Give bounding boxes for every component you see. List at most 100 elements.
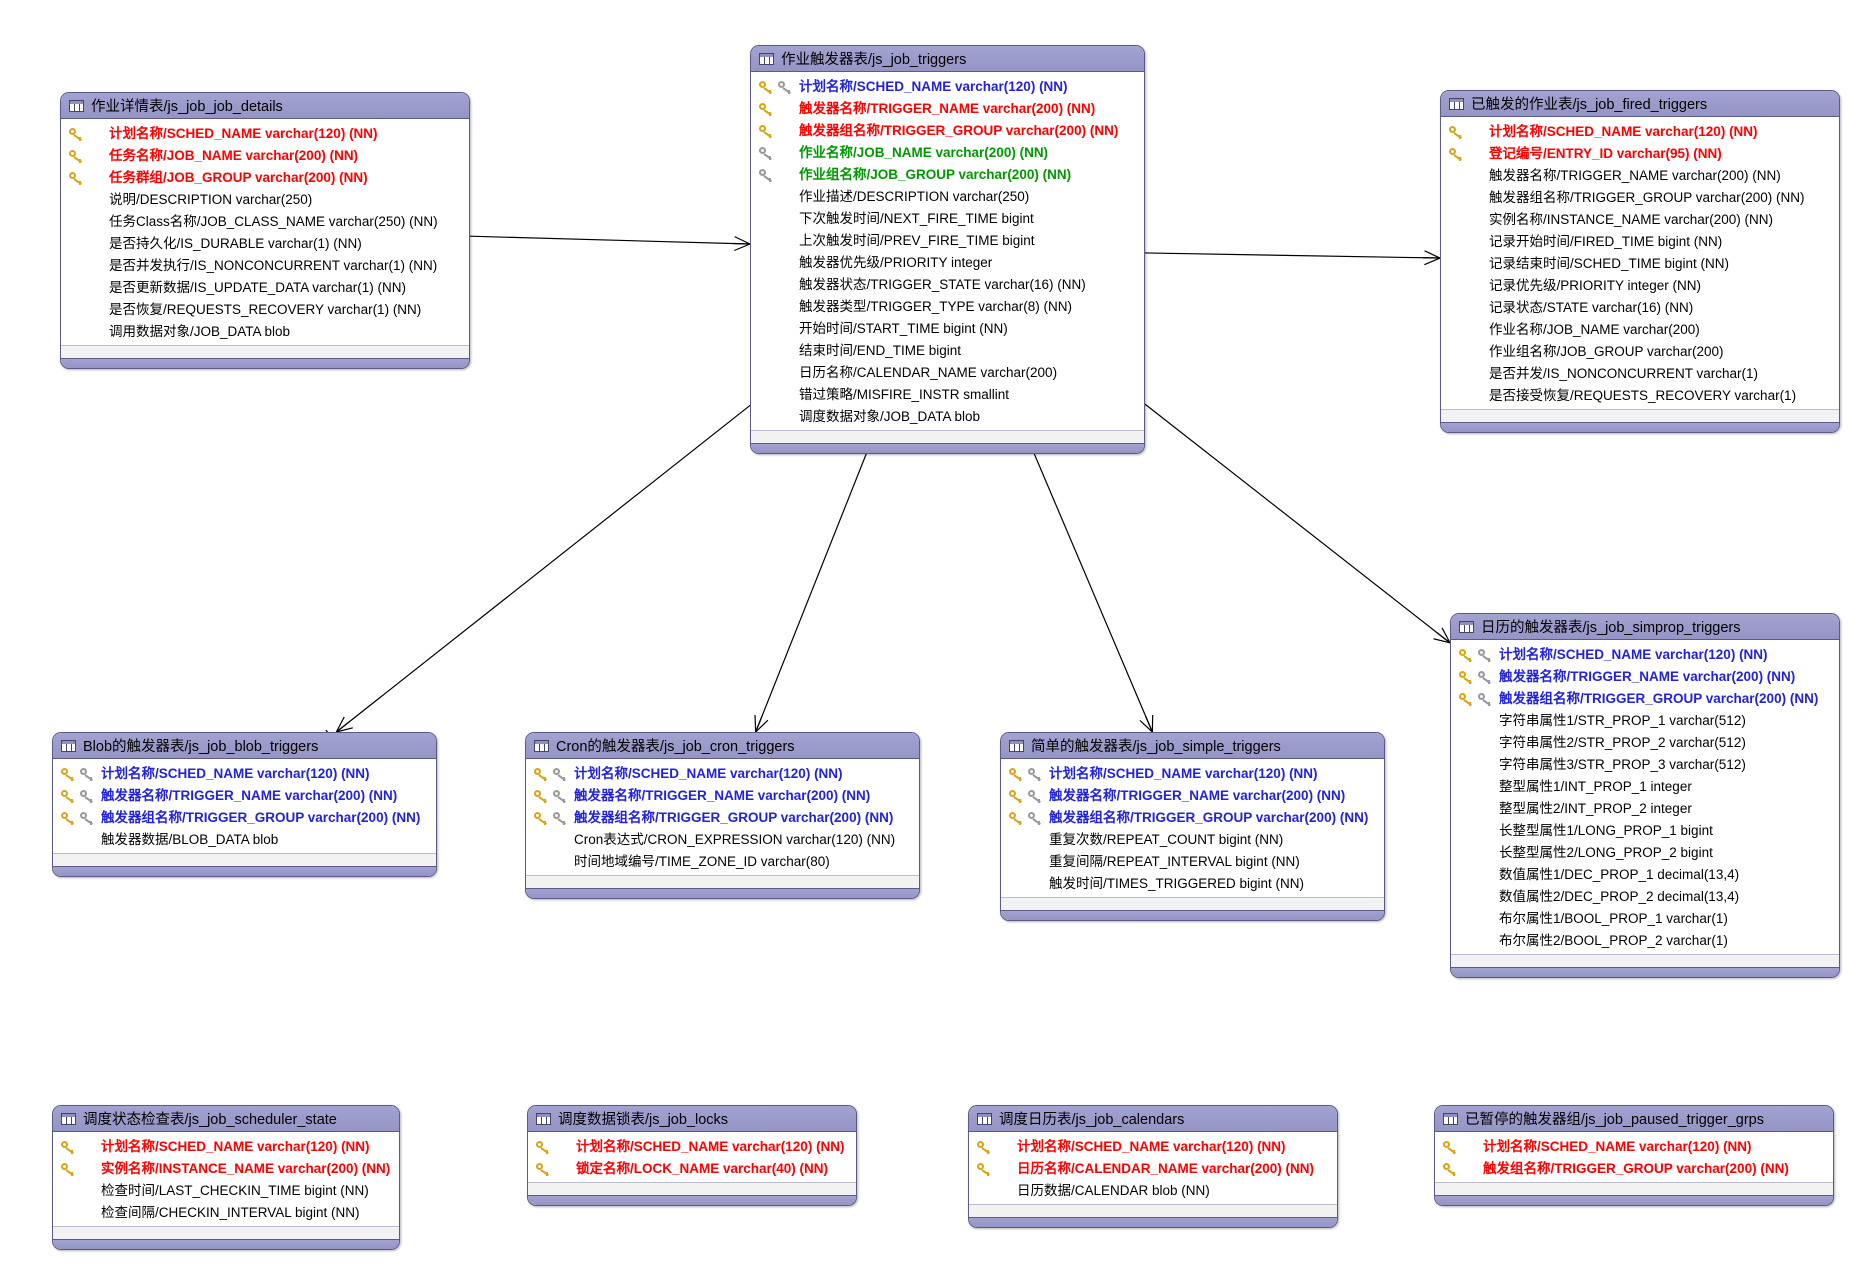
attribute-row[interactable]: 字符串属性2/STR_PROP_2 varchar(512)	[1451, 732, 1839, 754]
attribute-row[interactable]: 记录结束时间/SCHED_TIME bigint (NN)	[1441, 253, 1839, 275]
attribute-row[interactable]: 触发器组名称/TRIGGER_GROUP varchar(200) (NN)	[53, 807, 436, 829]
entity-scheduler_state[interactable]: 调度状态检查表/js_job_scheduler_state 计划名称/SCHED…	[52, 1105, 400, 1250]
attribute-row[interactable]: 说明/DESCRIPTION varchar(250)	[61, 189, 469, 211]
attribute-row[interactable]: 作业名称/JOB_NAME varchar(200) (NN)	[751, 142, 1144, 164]
entity-job_triggers[interactable]: 作业触发器表/js_job_triggers 计划名称/SCHED_NAME va…	[750, 45, 1145, 454]
attribute-row[interactable]: 触发器名称/TRIGGER_NAME varchar(200) (NN)	[751, 98, 1144, 120]
attribute-row[interactable]: 触发器状态/TRIGGER_STATE varchar(16) (NN)	[751, 274, 1144, 296]
attribute-row[interactable]: 登记编号/ENTRY_ID varchar(95) (NN)	[1441, 143, 1839, 165]
attribute-row[interactable]: 计划名称/SCHED_NAME varchar(120) (NN)	[969, 1136, 1337, 1158]
attribute-row[interactable]: 任务Class名称/JOB_CLASS_NAME varchar(250) (N…	[61, 211, 469, 233]
entity-header-calendars[interactable]: 调度日历表/js_job_calendars	[969, 1106, 1337, 1132]
attribute-row[interactable]: 作业组名称/JOB_GROUP varchar(200) (NN)	[751, 164, 1144, 186]
attribute-row[interactable]: 锁定名称/LOCK_NAME varchar(40) (NN)	[528, 1158, 856, 1180]
entity-header-job_details[interactable]: 作业详情表/js_job_job_details	[61, 93, 469, 119]
attribute-row[interactable]: 重复间隔/REPEAT_INTERVAL bigint (NN)	[1001, 851, 1384, 873]
attribute-row[interactable]: 计划名称/SCHED_NAME varchar(120) (NN)	[1435, 1136, 1833, 1158]
attribute-row[interactable]: 长整型属性1/LONG_PROP_1 bigint	[1451, 820, 1839, 842]
attribute-row[interactable]: 计划名称/SCHED_NAME varchar(120) (NN)	[61, 123, 469, 145]
attribute-row[interactable]: 触发时间/TIMES_TRIGGERED bigint (NN)	[1001, 873, 1384, 895]
attribute-row[interactable]: 记录优先级/PRIORITY integer (NN)	[1441, 275, 1839, 297]
attribute-row[interactable]: 触发器名称/TRIGGER_NAME varchar(200) (NN)	[1001, 785, 1384, 807]
entity-header-locks[interactable]: 调度数据锁表/js_job_locks	[528, 1106, 856, 1132]
attribute-row[interactable]: 是否更新数据/IS_UPDATE_DATA varchar(1) (NN)	[61, 277, 469, 299]
attribute-row[interactable]: 触发器名称/TRIGGER_NAME varchar(200) (NN)	[1441, 165, 1839, 187]
attribute-row[interactable]: 日历名称/CALENDAR_NAME varchar(200)	[751, 362, 1144, 384]
entity-header-blob_triggers[interactable]: Blob的触发器表/js_job_blob_triggers	[53, 733, 436, 759]
attribute-row[interactable]: 整型属性2/INT_PROP_2 integer	[1451, 798, 1839, 820]
attribute-row[interactable]: 触发器优先级/PRIORITY integer	[751, 252, 1144, 274]
attribute-row[interactable]: 是否并发执行/IS_NONCONCURRENT varchar(1) (NN)	[61, 255, 469, 277]
attribute-row[interactable]: 结束时间/END_TIME bigint	[751, 340, 1144, 362]
attribute-row[interactable]: 触发器类型/TRIGGER_TYPE varchar(8) (NN)	[751, 296, 1144, 318]
attribute-row[interactable]: 记录状态/STATE varchar(16) (NN)	[1441, 297, 1839, 319]
attribute-row[interactable]: 字符串属性3/STR_PROP_3 varchar(512)	[1451, 754, 1839, 776]
attribute-row[interactable]: 日历名称/CALENDAR_NAME varchar(200) (NN)	[969, 1158, 1337, 1180]
attribute-row[interactable]: 字符串属性1/STR_PROP_1 varchar(512)	[1451, 710, 1839, 732]
attribute-row[interactable]: 触发器组名称/TRIGGER_GROUP varchar(200) (NN)	[1451, 688, 1839, 710]
attribute-row[interactable]: 任务群组/JOB_GROUP varchar(200) (NN)	[61, 167, 469, 189]
entity-paused_trigger_grps[interactable]: 已暂停的触发器组/js_job_paused_trigger_grps 计划名称/…	[1434, 1105, 1834, 1206]
attribute-row[interactable]: 触发组名称/TRIGGER_GROUP varchar(200) (NN)	[1435, 1158, 1833, 1180]
attribute-row[interactable]: 开始时间/START_TIME bigint (NN)	[751, 318, 1144, 340]
attribute-row[interactable]: 日历数据/CALENDAR blob (NN)	[969, 1180, 1337, 1202]
attribute-row[interactable]: 计划名称/SCHED_NAME varchar(120) (NN)	[1451, 644, 1839, 666]
attribute-row[interactable]: 是否接受恢复/REQUESTS_RECOVERY varchar(1)	[1441, 385, 1839, 407]
attribute-row[interactable]: 时间地域编号/TIME_ZONE_ID varchar(80)	[526, 851, 919, 873]
attribute-row[interactable]: 是否并发/IS_NONCONCURRENT varchar(1)	[1441, 363, 1839, 385]
attribute-row[interactable]: Cron表达式/CRON_EXPRESSION varchar(120) (NN…	[526, 829, 919, 851]
attribute-row[interactable]: 实例名称/INSTANCE_NAME varchar(200) (NN)	[1441, 209, 1839, 231]
attribute-row[interactable]: 上次触发时间/PREV_FIRE_TIME bigint	[751, 230, 1144, 252]
attribute-row[interactable]: 触发器组名称/TRIGGER_GROUP varchar(200) (NN)	[526, 807, 919, 829]
entity-header-scheduler_state[interactable]: 调度状态检查表/js_job_scheduler_state	[53, 1106, 399, 1132]
entity-blob_triggers[interactable]: Blob的触发器表/js_job_blob_triggers 计划名称/SCHED…	[52, 732, 437, 877]
attribute-row[interactable]: 计划名称/SCHED_NAME varchar(120) (NN)	[1441, 121, 1839, 143]
attribute-row[interactable]: 记录开始时间/FIRED_TIME bigint (NN)	[1441, 231, 1839, 253]
attribute-row[interactable]: 计划名称/SCHED_NAME varchar(120) (NN)	[1001, 763, 1384, 785]
attribute-row[interactable]: 整型属性1/INT_PROP_1 integer	[1451, 776, 1839, 798]
attribute-row[interactable]: 计划名称/SCHED_NAME varchar(120) (NN)	[526, 763, 919, 785]
attribute-row[interactable]: 计划名称/SCHED_NAME varchar(120) (NN)	[53, 1136, 399, 1158]
attribute-row[interactable]: 触发器组名称/TRIGGER_GROUP varchar(200) (NN)	[1441, 187, 1839, 209]
attribute-row[interactable]: 作业组名称/JOB_GROUP varchar(200)	[1441, 341, 1839, 363]
entity-header-paused_trigger_grps[interactable]: 已暂停的触发器组/js_job_paused_trigger_grps	[1435, 1106, 1833, 1132]
attribute-row[interactable]: 作业名称/JOB_NAME varchar(200)	[1441, 319, 1839, 341]
entity-header-fired_triggers[interactable]: 已触发的作业表/js_job_fired_triggers	[1441, 91, 1839, 117]
attribute-row[interactable]: 错过策略/MISFIRE_INSTR smallint	[751, 384, 1144, 406]
entity-simple_triggers[interactable]: 简单的触发器表/js_job_simple_triggers 计划名称/SCHED…	[1000, 732, 1385, 921]
attribute-row[interactable]: 下次触发时间/NEXT_FIRE_TIME bigint	[751, 208, 1144, 230]
attribute-row[interactable]: 触发器名称/TRIGGER_NAME varchar(200) (NN)	[53, 785, 436, 807]
attribute-row[interactable]: 触发器组名称/TRIGGER_GROUP varchar(200) (NN)	[1001, 807, 1384, 829]
attribute-row[interactable]: 计划名称/SCHED_NAME varchar(120) (NN)	[751, 76, 1144, 98]
attribute-row[interactable]: 长整型属性2/LONG_PROP_2 bigint	[1451, 842, 1839, 864]
attribute-row[interactable]: 是否持久化/IS_DURABLE varchar(1) (NN)	[61, 233, 469, 255]
attribute-row[interactable]: 布尔属性1/BOOL_PROP_1 varchar(1)	[1451, 908, 1839, 930]
attribute-row[interactable]: 触发器数据/BLOB_DATA blob	[53, 829, 436, 851]
entity-fired_triggers[interactable]: 已触发的作业表/js_job_fired_triggers 计划名称/SCHED_…	[1440, 90, 1840, 433]
entity-cron_triggers[interactable]: Cron的触发器表/js_job_cron_triggers 计划名称/SCHED…	[525, 732, 920, 899]
entity-simprop_triggers[interactable]: 日历的触发器表/js_job_simprop_triggers 计划名称/SCHE…	[1450, 613, 1840, 978]
attribute-row[interactable]: 检查时间/LAST_CHECKIN_TIME bigint (NN)	[53, 1180, 399, 1202]
attribute-row[interactable]: 检查间隔/CHECKIN_INTERVAL bigint (NN)	[53, 1202, 399, 1224]
attribute-row[interactable]: 触发器组名称/TRIGGER_GROUP varchar(200) (NN)	[751, 120, 1144, 142]
entity-header-simple_triggers[interactable]: 简单的触发器表/js_job_simple_triggers	[1001, 733, 1384, 759]
attribute-row[interactable]: 作业描述/DESCRIPTION varchar(250)	[751, 186, 1144, 208]
attribute-row[interactable]: 计划名称/SCHED_NAME varchar(120) (NN)	[53, 763, 436, 785]
entity-calendars[interactable]: 调度日历表/js_job_calendars 计划名称/SCHED_NAME va…	[968, 1105, 1338, 1228]
attribute-row[interactable]: 任务名称/JOB_NAME varchar(200) (NN)	[61, 145, 469, 167]
entity-header-cron_triggers[interactable]: Cron的触发器表/js_job_cron_triggers	[526, 733, 919, 759]
entity-job_details[interactable]: 作业详情表/js_job_job_details 计划名称/SCHED_NAME …	[60, 92, 470, 369]
attribute-row[interactable]: 布尔属性2/BOOL_PROP_2 varchar(1)	[1451, 930, 1839, 952]
entity-header-job_triggers[interactable]: 作业触发器表/js_job_triggers	[751, 46, 1144, 72]
attribute-row[interactable]: 调度数据对象/JOB_DATA blob	[751, 406, 1144, 428]
attribute-row[interactable]: 重复次数/REPEAT_COUNT bigint (NN)	[1001, 829, 1384, 851]
attribute-row[interactable]: 数值属性2/DEC_PROP_2 decimal(13,4)	[1451, 886, 1839, 908]
attribute-row[interactable]: 触发器名称/TRIGGER_NAME varchar(200) (NN)	[526, 785, 919, 807]
entity-header-simprop_triggers[interactable]: 日历的触发器表/js_job_simprop_triggers	[1451, 614, 1839, 640]
attribute-row[interactable]: 调用数据对象/JOB_DATA blob	[61, 321, 469, 343]
attribute-row[interactable]: 数值属性1/DEC_PROP_1 decimal(13,4)	[1451, 864, 1839, 886]
attribute-row[interactable]: 触发器名称/TRIGGER_NAME varchar(200) (NN)	[1451, 666, 1839, 688]
attribute-row[interactable]: 是否恢复/REQUESTS_RECOVERY varchar(1) (NN)	[61, 299, 469, 321]
attribute-row[interactable]: 实例名称/INSTANCE_NAME varchar(200) (NN)	[53, 1158, 399, 1180]
